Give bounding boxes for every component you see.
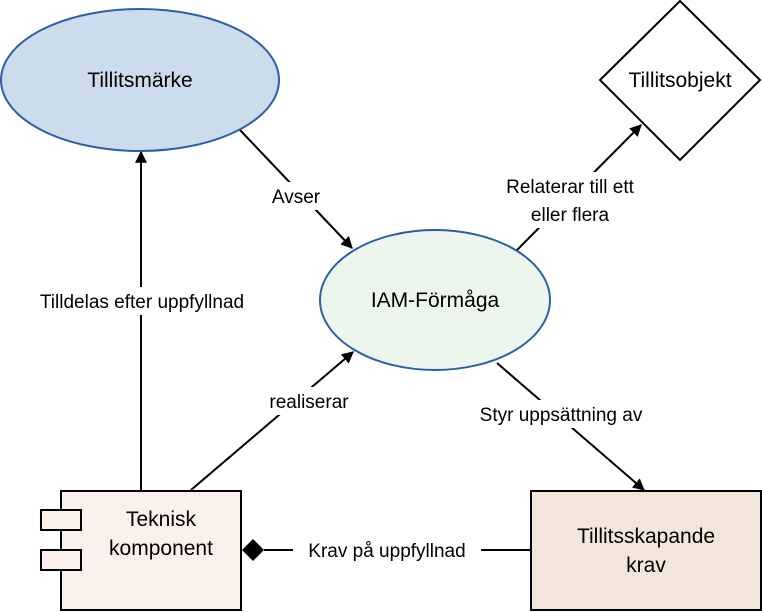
edge-realiserar: realiserar bbox=[190, 351, 362, 491]
node-tillitsskapande-krav-label-line2: krav bbox=[626, 554, 666, 577]
node-tillitsskapande-krav-shape bbox=[530, 490, 762, 611]
node-tillitsmarke-shape bbox=[0, 8, 280, 152]
edge-realiserar-line bbox=[190, 351, 354, 491]
node-teknisk-komponent-label-line1: Teknisk bbox=[126, 508, 197, 531]
edge-relaterar-label-bg bbox=[490, 172, 650, 228]
edge-styr-label-bg bbox=[462, 400, 660, 428]
component-port-icon-top bbox=[40, 509, 82, 531]
node-teknisk-komponent-label-line2: komponent bbox=[109, 537, 213, 560]
edge-realiserar-label: realiserar bbox=[269, 392, 349, 413]
component-port-icon-bottom bbox=[40, 549, 82, 571]
edge-avser-label: Avser bbox=[272, 187, 321, 208]
edge-styr: Styr uppsättning av bbox=[462, 362, 660, 491]
edge-tilldelas: Tilldelas efter uppfyllnad bbox=[22, 150, 262, 490]
edge-tilldelas-label-bg bbox=[22, 287, 262, 315]
edge-avser: Avser bbox=[239, 129, 353, 249]
node-tillitsskapande-krav-label-line1: Tillitsskapande bbox=[577, 525, 715, 548]
edge-krav-label: Krav på uppfyllnad bbox=[308, 541, 465, 562]
node-tillitsmarke-label: Tillitsmärke bbox=[87, 69, 192, 92]
edge-relaterar-label-line2: eller flera bbox=[531, 205, 610, 226]
edge-styr-label: Styr uppsättning av bbox=[480, 405, 643, 426]
node-tillitsobjekt-label: Tillitsobjekt bbox=[628, 69, 731, 92]
node-tillitsobjekt[interactable]: Tillitsobjekt bbox=[598, 0, 762, 162]
node-iam-formaga-label: IAM-Förmåga bbox=[371, 289, 500, 312]
edge-relaterar: Relaterar till ett eller flera bbox=[490, 124, 650, 251]
edge-krav-label-bg bbox=[293, 536, 481, 564]
node-tillitsskapande-krav[interactable]: Tillitsskapande krav bbox=[530, 490, 762, 611]
edge-avser-label-bg bbox=[263, 182, 329, 210]
node-teknisk-komponent[interactable]: Teknisk komponent bbox=[40, 490, 242, 611]
edge-tilldelas-label: Tilldelas efter uppfyllnad bbox=[40, 292, 244, 313]
edge-realiserar-label-bg bbox=[256, 387, 362, 415]
node-tillitsmarke[interactable]: Tillitsmärke bbox=[0, 8, 280, 152]
node-tillitsobjekt-shape bbox=[598, 0, 762, 162]
node-iam-formaga[interactable]: IAM-Förmåga bbox=[319, 229, 551, 371]
node-iam-formaga-shape bbox=[319, 229, 551, 371]
edge-krav-diamond bbox=[242, 539, 264, 561]
node-teknisk-komponent-shape bbox=[60, 490, 242, 611]
edge-relaterar-label-line1: Relaterar till ett bbox=[506, 177, 634, 198]
edge-krav: Krav på uppfyllnad bbox=[242, 536, 530, 564]
